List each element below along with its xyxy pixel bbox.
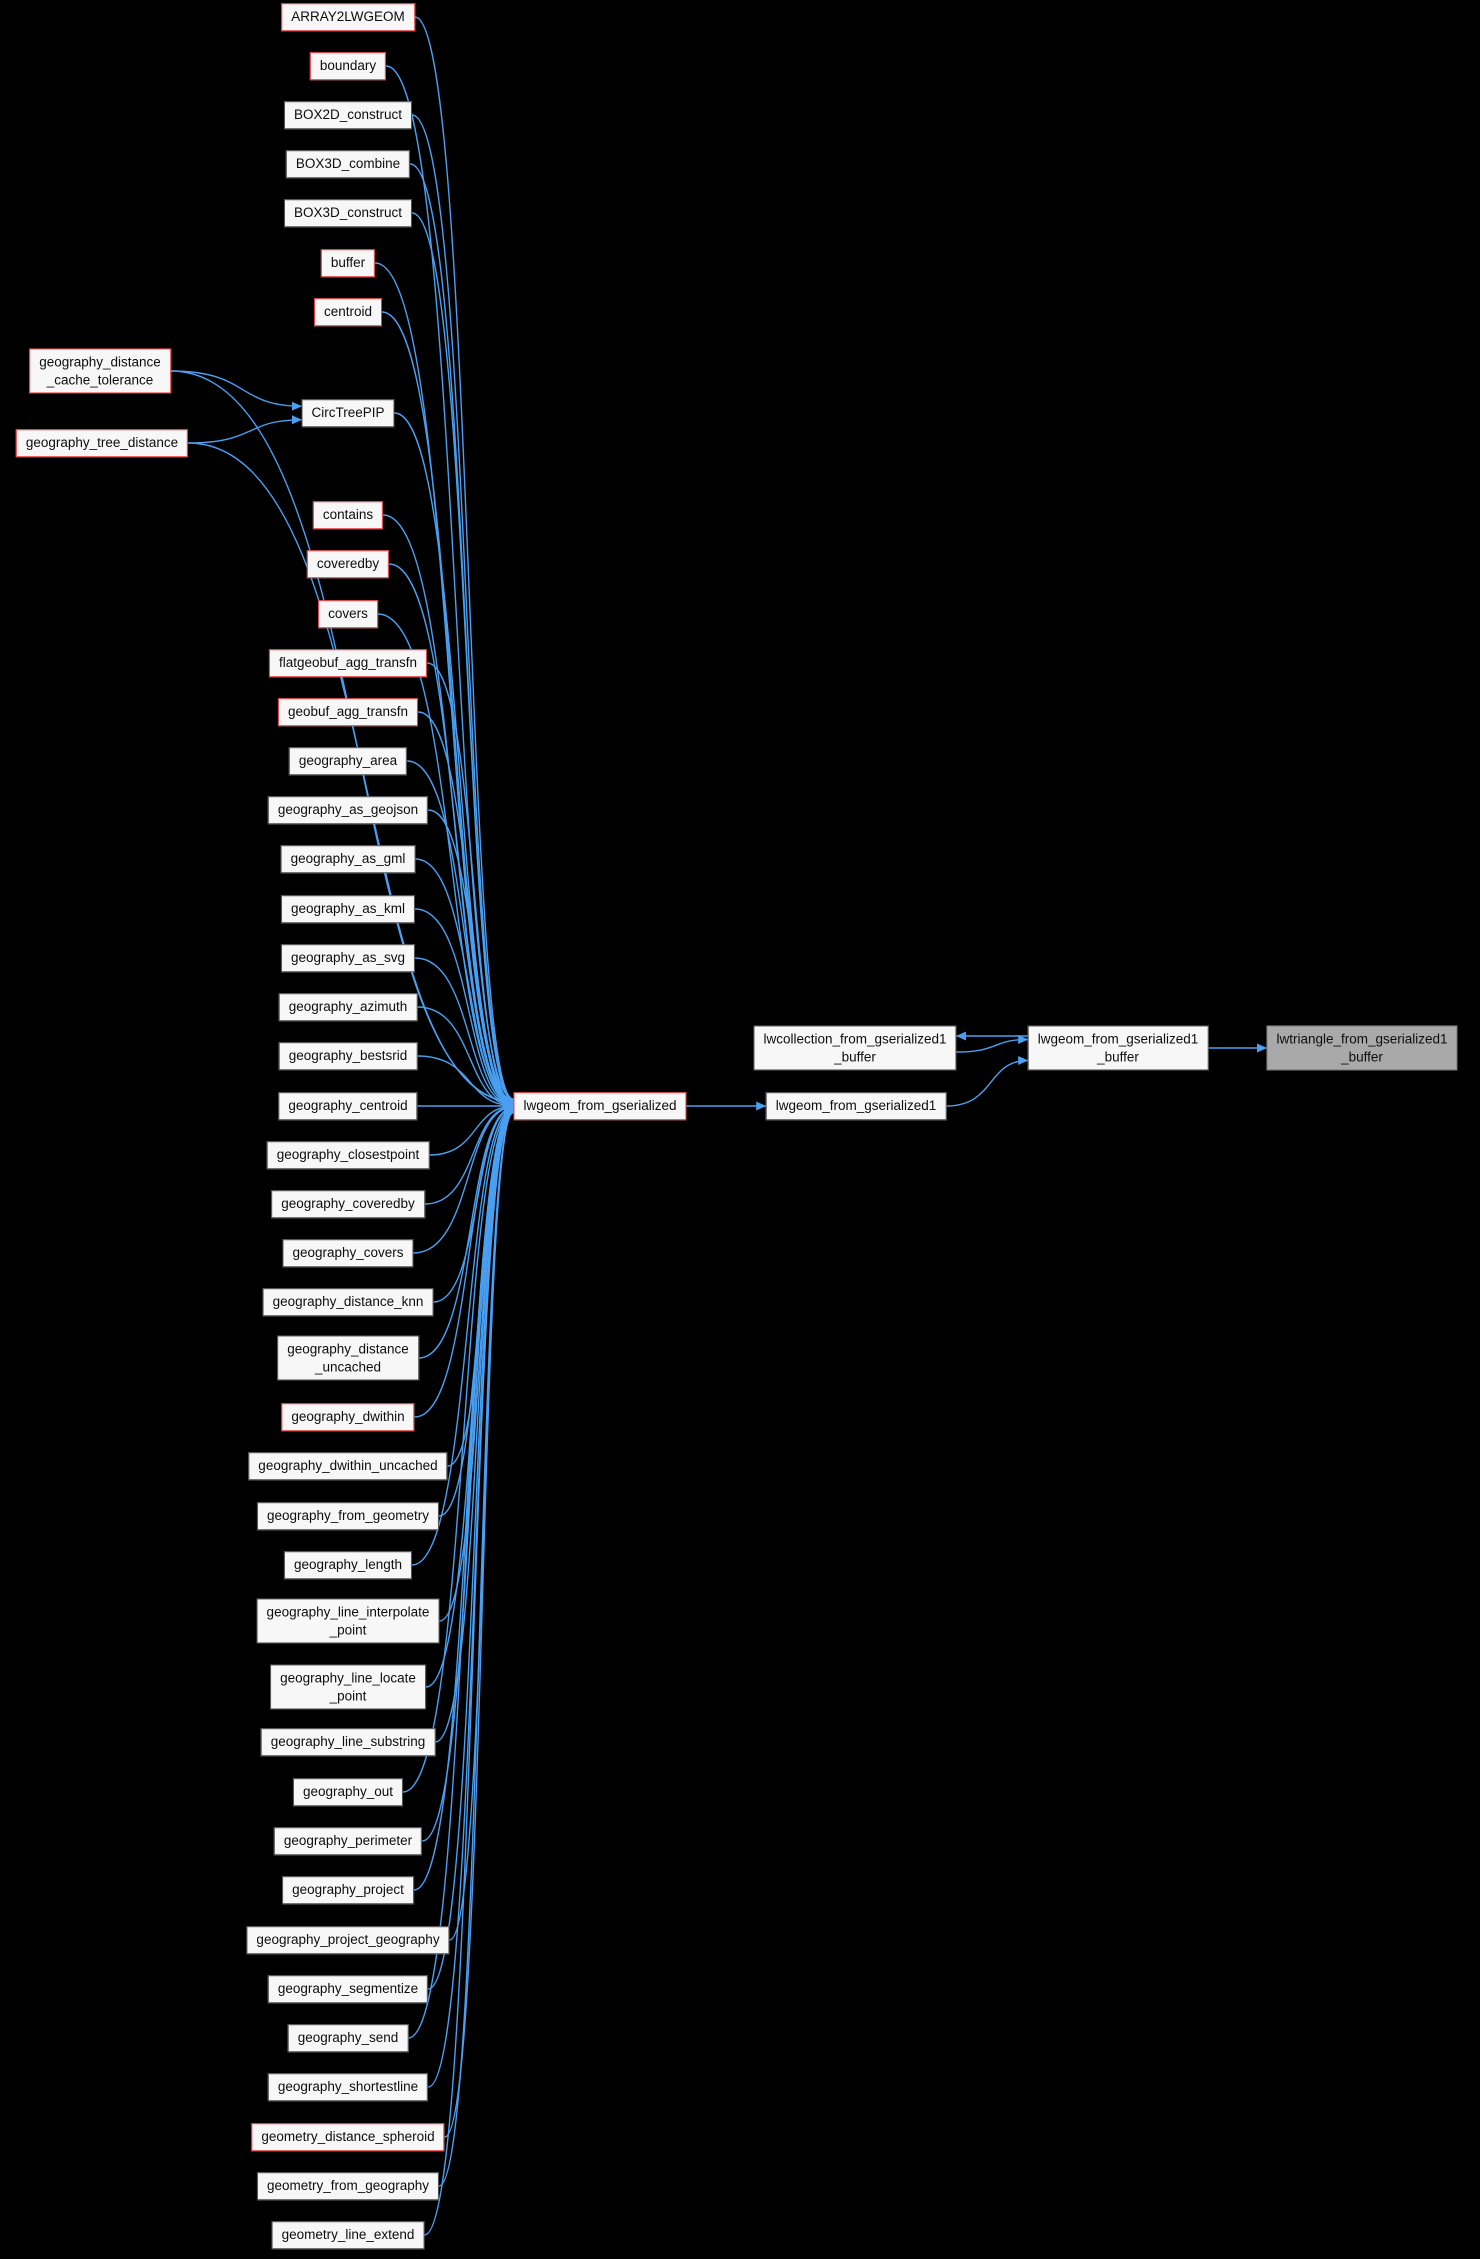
node-geography-as-geojson[interactable]: geography_as_geojson xyxy=(267,796,429,824)
node-geography-distance-cache-tolerance[interactable]: geography_distance _cache_tolerance xyxy=(29,348,171,394)
node-geography-coveredby[interactable]: geography_coveredby xyxy=(271,1190,425,1218)
call-edge xyxy=(188,415,303,444)
node-contains[interactable]: contains xyxy=(312,501,384,529)
node-geography-project-geography[interactable]: geography_project_geography xyxy=(246,1926,450,1954)
node-geography-azimuth[interactable]: geography_azimuth xyxy=(278,993,418,1021)
node-circtreepip[interactable]: CircTreePIP xyxy=(301,399,395,427)
node-geography-project[interactable]: geography_project xyxy=(282,1876,414,1904)
node-geography-line-interpolate-point[interactable]: geography_line_interpolate _point xyxy=(256,1598,440,1644)
node-geography-line-locate-point[interactable]: geography_line_locate _point xyxy=(270,1664,426,1710)
node-box2d-construct[interactable]: BOX2D_construct xyxy=(283,101,413,129)
call-edge xyxy=(427,662,515,1108)
call-edge xyxy=(408,1107,515,2039)
node-geography-from-geometry[interactable]: geography_from_geometry xyxy=(256,1502,440,1530)
call-edge xyxy=(415,858,515,1109)
node-geography-out[interactable]: geography_out xyxy=(292,1778,404,1806)
node-lwgeom-from-gserialized[interactable]: lwgeom_from_gserialized xyxy=(513,1092,687,1120)
call-edge xyxy=(449,1106,515,1941)
node-flatgeobuf-agg-transfn[interactable]: flatgeobuf_agg_transfn xyxy=(268,649,428,677)
call-edge xyxy=(429,1101,515,1156)
node-geometry-distance-spheroid[interactable]: geometry_distance_spheroid xyxy=(251,2123,445,2151)
call-edge xyxy=(435,1105,515,1743)
call-edge xyxy=(956,1035,1029,1053)
node-boundary[interactable]: boundary xyxy=(309,52,387,80)
call-edge xyxy=(414,908,515,1110)
node-geography-length[interactable]: geography_length xyxy=(283,1551,413,1579)
call-edge xyxy=(414,957,515,1110)
node-geography-dwithin[interactable]: geography_dwithin xyxy=(281,1403,415,1431)
call-edge xyxy=(411,1104,515,1566)
node-geography-send[interactable]: geography_send xyxy=(287,2024,409,2052)
node-geography-line-substring[interactable]: geography_line_substring xyxy=(260,1728,436,1756)
node-coveredby[interactable]: coveredby xyxy=(306,550,390,578)
call-edge xyxy=(438,1108,515,2187)
node-geography-area[interactable]: geography_area xyxy=(288,747,408,775)
node-geography-distance-uncached[interactable]: geography_distance _uncached xyxy=(277,1335,419,1381)
call-edge xyxy=(417,1006,515,1110)
call-edge xyxy=(946,1056,1029,1107)
call-edge xyxy=(411,114,515,1105)
node-geography-closestpoint[interactable]: geography_closestpoint xyxy=(266,1141,430,1169)
call-edge xyxy=(414,1103,515,1418)
call-edge xyxy=(417,1055,515,1111)
node-buffer[interactable]: buffer xyxy=(320,249,376,277)
node-geography-as-gml[interactable]: geography_as_gml xyxy=(280,845,416,873)
node-box3d-combine[interactable]: BOX3D_combine xyxy=(285,150,411,178)
call-edge xyxy=(444,1108,515,2138)
call-edge xyxy=(170,370,303,411)
node-lwtriangle-from-gserialized1-buffer: lwtriangle_from_gserialized1 _buffer xyxy=(1266,1025,1458,1071)
node-geography-perimeter[interactable]: geography_perimeter xyxy=(273,1827,423,1855)
node-box3d-construct[interactable]: BOX3D_construct xyxy=(283,199,413,227)
node-centroid[interactable]: centroid xyxy=(313,298,383,326)
node-geometry-from-geography[interactable]: geometry_from_geography xyxy=(256,2172,440,2200)
node-geometry-line-extend[interactable]: geometry_line_extend xyxy=(271,2221,425,2249)
node-geography-bestsrid[interactable]: geography_bestsrid xyxy=(278,1042,418,1070)
node-lwgeom-from-gserialized1[interactable]: lwgeom_from_gserialized1 xyxy=(765,1092,947,1120)
node-geobuf-agg-transfn[interactable]: geobuf_agg_transfn xyxy=(277,698,419,726)
node-geography-as-kml[interactable]: geography_as_kml xyxy=(280,895,416,923)
call-edge xyxy=(389,563,515,1107)
call-edge xyxy=(428,809,515,1109)
node-geography-as-svg[interactable]: geography_as_svg xyxy=(280,944,416,972)
node-geography-tree-distance[interactable]: geography_tree_distance xyxy=(15,429,189,457)
node-geography-centroid[interactable]: geography_centroid xyxy=(278,1092,418,1120)
node-covers[interactable]: covers xyxy=(318,600,378,628)
node-geography-covers[interactable]: geography_covers xyxy=(282,1239,414,1267)
node-geography-segmentize[interactable]: geography_segmentize xyxy=(267,1975,429,2003)
node-geography-shortestline[interactable]: geography_shortestline xyxy=(267,2073,429,2101)
call-edge xyxy=(424,1108,515,2236)
node-lwgeom-from-gserialized1-buffer[interactable]: lwgeom_from_gserialized1 _buffer xyxy=(1027,1025,1209,1071)
call-edge xyxy=(411,212,515,1105)
call-edge xyxy=(414,16,515,1104)
node-geography-dwithin-uncached[interactable]: geography_dwithin_uncached xyxy=(248,1452,448,1480)
call-edge xyxy=(407,760,515,1109)
call-edge xyxy=(170,370,515,1106)
node-array2lwgeom[interactable]: ARRAY2LWGEOM xyxy=(281,3,415,31)
call-edge xyxy=(418,1103,515,1359)
call-edge xyxy=(394,412,515,1107)
node-lwcollection-from-gserialized1-buffer[interactable]: lwcollection_from_gserialized1 _buffer xyxy=(753,1025,957,1071)
node-geography-distance-knn[interactable]: geography_distance_knn xyxy=(262,1288,434,1316)
call-edge xyxy=(413,1102,515,1254)
call-edge xyxy=(413,1106,515,1891)
